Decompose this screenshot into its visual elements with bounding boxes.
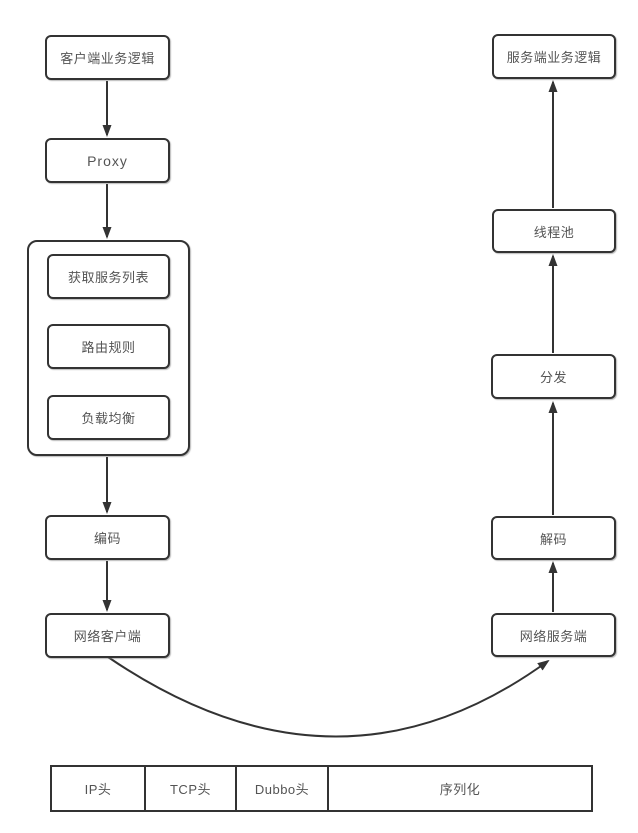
node-encode: 编码	[45, 515, 170, 560]
node-get-service-list: 获取服务列表	[47, 254, 170, 299]
packet-cell-dubbo-header: Dubbo头	[235, 767, 327, 810]
node-client-business-logic: 客户端业务逻辑	[45, 35, 170, 80]
packet-structure-table: IP头 TCP头 Dubbo头 序列化	[50, 765, 593, 812]
node-proxy: Proxy	[45, 138, 170, 183]
node-dispatch: 分发	[491, 354, 616, 399]
node-network-client: 网络客户端	[45, 613, 170, 658]
node-routing-rules: 路由规则	[47, 324, 170, 369]
arrow-network-client-to-network-server	[107, 656, 550, 738]
node-load-balancing: 负载均衡	[47, 395, 170, 440]
packet-cell-serialization: 序列化	[327, 767, 591, 810]
node-server-business-logic: 服务端业务逻辑	[492, 34, 616, 79]
packet-cell-tcp-header: TCP头	[144, 767, 235, 810]
packet-cell-ip-header: IP头	[84, 782, 112, 797]
node-network-server: 网络服务端	[491, 613, 616, 657]
node-decode: 解码	[491, 516, 616, 560]
node-thread-pool: 线程池	[492, 209, 616, 253]
